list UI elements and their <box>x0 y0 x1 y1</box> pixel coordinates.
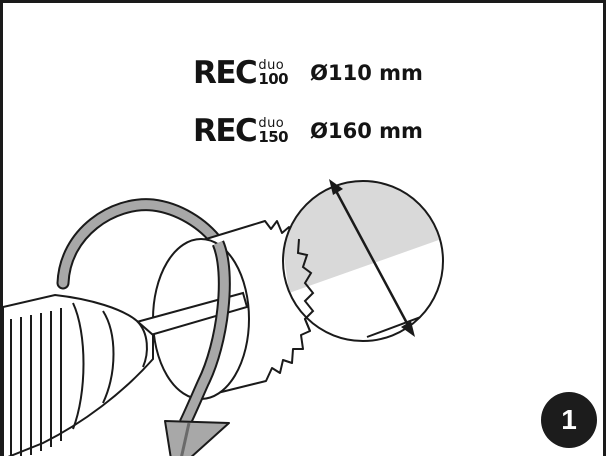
model-suffix-top: duo <box>258 115 285 131</box>
drill-illustration <box>3 179 444 456</box>
step-number-badge: 1 <box>541 392 597 448</box>
brand-name: REC <box>193 54 258 91</box>
model-row-rec100: REC duo 100 Ø110 mm <box>193 53 423 93</box>
model-suffix: duo 150 <box>258 115 289 146</box>
rotation-arrow-icon <box>164 240 231 456</box>
diameter-label: Ø110 mm <box>310 61 423 85</box>
drill-chuck-icon <box>3 293 154 456</box>
model-row-rec150: REC duo 150 Ø160 mm <box>193 111 423 151</box>
model-suffix-number: 100 <box>258 69 289 88</box>
model-suffix-number: 150 <box>258 127 289 146</box>
rotation-arrow-back <box>56 198 225 290</box>
diameter-label: Ø160 mm <box>310 119 423 143</box>
brand-name: REC <box>193 112 258 149</box>
model-suffix: duo 100 <box>258 57 289 88</box>
model-suffix-top: duo <box>258 57 285 73</box>
